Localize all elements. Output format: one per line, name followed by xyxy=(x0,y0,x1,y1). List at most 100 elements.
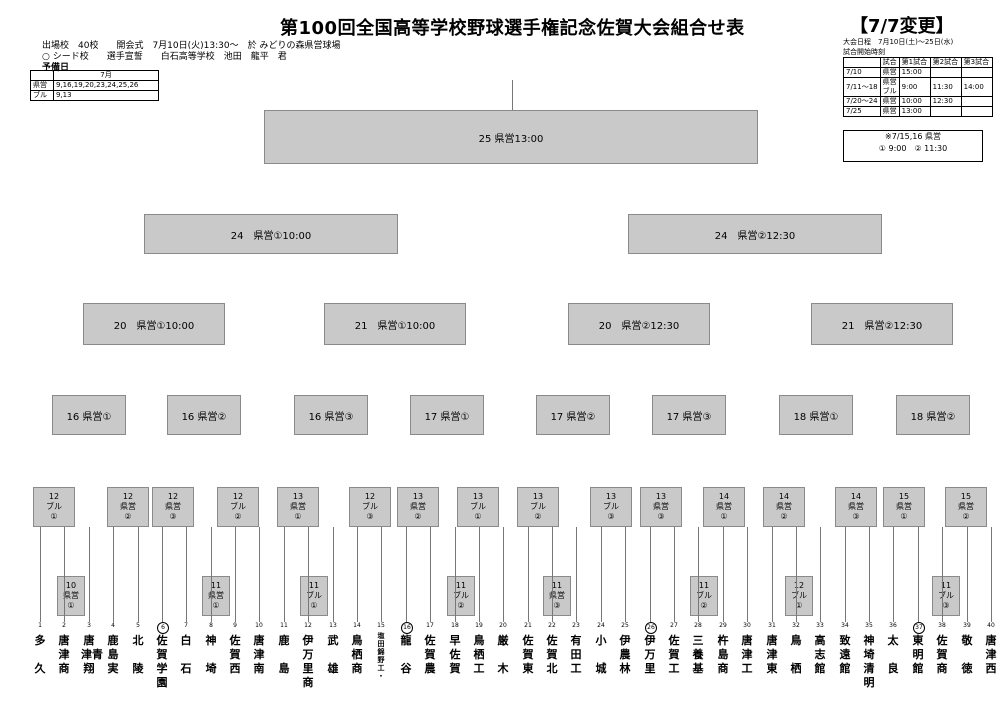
team-name: 神 埼 xyxy=(205,634,217,675)
bracket-line xyxy=(430,527,431,622)
team-number: 21 xyxy=(524,622,532,629)
team-name: 塩 田 錦 野 工 ・ xyxy=(377,632,385,680)
team-name: 佐 賀 北 xyxy=(546,634,558,675)
round2-game-box: 13 ブル ③ xyxy=(590,487,632,527)
team-number: 23 xyxy=(572,622,580,629)
team-number: 5 xyxy=(136,622,140,629)
round2-game-box: 12 県営 ③ xyxy=(152,487,194,527)
round1-game-box: 11 県営 ① xyxy=(202,576,230,616)
bracket-line xyxy=(820,527,821,622)
team-name: 神 埼 清 明 xyxy=(863,634,875,689)
team-name: 鹿 島 実 xyxy=(107,634,119,675)
team-number: 22 xyxy=(548,622,556,629)
schedule-cell: 県営 xyxy=(879,96,900,107)
schedule-cell: 9:00 xyxy=(898,77,931,97)
team-number: 6 xyxy=(157,622,169,634)
bracket-line xyxy=(528,527,529,622)
bracket-line xyxy=(381,527,382,622)
team-number: 17 xyxy=(426,622,434,629)
schedule-cell: 県営 ブル xyxy=(879,77,900,97)
team-name: 伊 万 里 xyxy=(644,634,656,675)
bracket-line xyxy=(601,527,602,622)
bracket-line xyxy=(942,527,943,622)
team-number: 33 xyxy=(816,622,824,629)
team-name: 佐 賀 農 xyxy=(424,634,436,675)
round3-game-box: 17 県営① xyxy=(410,395,484,435)
bracket-line xyxy=(918,527,919,622)
team-number: 15 xyxy=(377,622,385,629)
quarterfinal-game-box: 21 県営①10:00 xyxy=(324,303,466,345)
team-name: 鳥 栖 商 xyxy=(351,634,363,675)
semifinal-game-box: 24 県営①10:00 xyxy=(144,214,398,254)
team-name: 鹿 島 xyxy=(278,634,290,675)
schedule-cell: 15:00 xyxy=(898,67,931,78)
bracket-line xyxy=(64,527,65,622)
round2-game-box: 13 ブル ① xyxy=(457,487,499,527)
team-name: 小 城 xyxy=(595,634,607,675)
round3-game-box: 17 県営③ xyxy=(652,395,726,435)
round2-game-box: 13 県営 ② xyxy=(397,487,439,527)
team-name: 唐 津 東 xyxy=(766,634,778,675)
schedule-header-cell: 試合 xyxy=(879,57,900,68)
team-name: 唐 津 工 xyxy=(741,634,753,675)
team-number: 31 xyxy=(768,622,776,629)
team-number: 18 xyxy=(451,622,459,629)
team-name: 多 久 xyxy=(34,634,46,675)
team-name: 唐 津青 翔 xyxy=(81,634,103,675)
bracket-line xyxy=(991,527,992,622)
schedule-cell: 14:00 xyxy=(960,77,993,97)
schedule-cell: 12:30 xyxy=(929,96,962,107)
bracket-line xyxy=(747,527,748,622)
team-name: 唐 津 商 xyxy=(58,634,70,675)
round2-game-box: 12 ブル ② xyxy=(217,487,259,527)
final-game-box: 25 県営13:00 xyxy=(264,110,758,164)
team-number: 38 xyxy=(938,622,946,629)
schedule-cell xyxy=(929,67,962,78)
bracket-line xyxy=(406,527,407,622)
bracket-line xyxy=(723,527,724,622)
round2-game-box: 13 県営 ① xyxy=(277,487,319,527)
team-number: 35 xyxy=(865,622,873,629)
info-line-3: 予備日 xyxy=(42,63,70,73)
round2-game-box: 14 県営 ② xyxy=(763,487,805,527)
round1-game-box: 11 ブル ① xyxy=(300,576,328,616)
round3-game-box: 17 県営② xyxy=(536,395,610,435)
team-number: 14 xyxy=(353,622,361,629)
team-name: 東 明 館 xyxy=(912,634,924,675)
team-name: 唐 津 南 xyxy=(253,634,265,675)
bracket-line xyxy=(89,527,90,622)
schedule-cell: 7/11～18 xyxy=(843,77,881,97)
note-line-2: ① 9:00 ② 11:30 xyxy=(878,144,948,153)
team-name: 三 養 基 xyxy=(692,634,704,675)
team-number: 27 xyxy=(670,622,678,629)
team-name: 早 佐 賀 xyxy=(449,634,461,675)
bracket-line xyxy=(772,527,773,622)
bracket-line xyxy=(796,527,797,622)
team-number: 40 xyxy=(987,622,995,629)
bracket-line xyxy=(113,527,114,622)
team-number: 7 xyxy=(184,622,188,629)
team-number: 11 xyxy=(280,622,288,629)
team-name: 伊 万 里 商 xyxy=(302,634,314,689)
team-name: 佐 賀 商 xyxy=(936,634,948,675)
team-name: 太 良 xyxy=(887,634,899,675)
bracket-line xyxy=(698,527,699,622)
team-number: 16 xyxy=(401,622,413,634)
page-title: 第100回全国高等学校野球選手権記念佐賀大会組合せ表 xyxy=(280,18,745,39)
info-line-1: 出場校 40校 開会式 7月10日(火)13:30～ 於 みどりの森県営球場 xyxy=(42,41,341,51)
round2-game-box: 15 県営 ② xyxy=(945,487,987,527)
team-name: 伊 農 林 xyxy=(619,634,631,675)
start-time-label: 試合開始時刻 xyxy=(843,48,885,56)
schedule-cell: 13:00 xyxy=(898,106,931,117)
round2-game-box: 14 県営 ① xyxy=(703,487,745,527)
bracket-line xyxy=(333,527,334,622)
bracket-line xyxy=(967,527,968,622)
team-number: 26 xyxy=(645,622,657,634)
schedule-header-cell xyxy=(843,57,881,68)
team-number: 36 xyxy=(889,622,897,629)
bracket-line xyxy=(357,527,358,622)
team-name: 佐 賀 東 xyxy=(522,634,534,675)
team-name: 佐 賀 工 xyxy=(668,634,680,675)
round3-game-box: 16 県営③ xyxy=(294,395,368,435)
schedule-cell: 県営 xyxy=(879,106,900,117)
